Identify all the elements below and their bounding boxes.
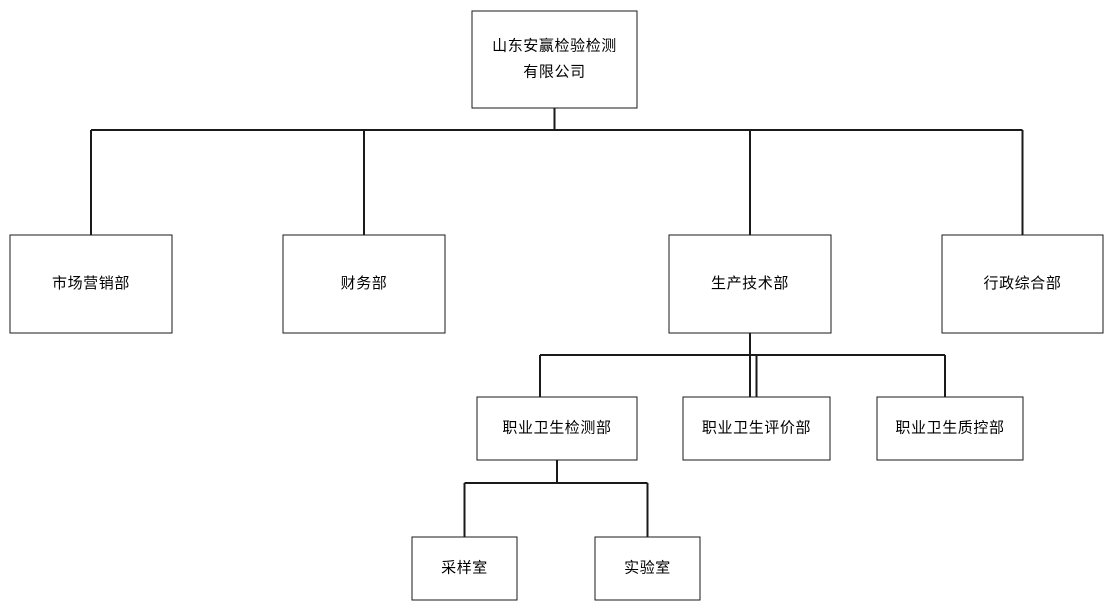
node-box-production-technology[interactable] <box>668 234 832 334</box>
node-box-laboratory[interactable] <box>594 536 701 601</box>
node-occupational-health-testing[interactable]: 职业卫生检测部 <box>476 396 638 461</box>
node-label-occupational-health-quality-control: 职业卫生质控部 <box>895 419 1004 436</box>
node-production-technology[interactable]: 生产技术部 <box>668 234 832 334</box>
node-finance[interactable]: 财务部 <box>282 234 446 334</box>
node-sampling-room[interactable]: 采样室 <box>411 536 518 601</box>
node-label-administration: 行政综合部 <box>983 275 1061 292</box>
connector-layer <box>90 108 1024 537</box>
node-label-laboratory: 实验室 <box>624 559 671 576</box>
node-label-production-technology: 生产技术部 <box>711 275 789 292</box>
node-box-occupational-health-evaluation[interactable] <box>682 396 831 461</box>
node-box-occupational-health-quality-control[interactable] <box>876 396 1024 461</box>
node-box-finance[interactable] <box>282 234 446 334</box>
node-box-occupational-health-testing[interactable] <box>476 396 638 461</box>
node-box-administration[interactable] <box>941 234 1104 334</box>
node-box-root[interactable] <box>471 10 638 109</box>
node-label-marketing: 市场营销部 <box>52 275 130 292</box>
node-label-occupational-health-evaluation: 职业卫生评价部 <box>702 419 811 436</box>
node-box-marketing[interactable] <box>9 234 173 334</box>
node-label-occupational-health-testing: 职业卫生检测部 <box>502 419 611 436</box>
node-label-finance: 财务部 <box>341 275 388 292</box>
node-occupational-health-evaluation[interactable]: 职业卫生评价部 <box>682 396 831 461</box>
node-occupational-health-quality-control[interactable]: 职业卫生质控部 <box>876 396 1024 461</box>
node-label-root: 山东安赢检验检测 <box>492 37 617 54</box>
node-label-root-line2: 有限公司 <box>523 63 585 80</box>
node-marketing[interactable]: 市场营销部 <box>9 234 173 334</box>
node-administration[interactable]: 行政综合部 <box>941 234 1104 334</box>
node-label-sampling-room: 采样室 <box>441 559 488 576</box>
node-box-sampling-room[interactable] <box>411 536 518 601</box>
node-laboratory[interactable]: 实验室 <box>594 536 701 601</box>
